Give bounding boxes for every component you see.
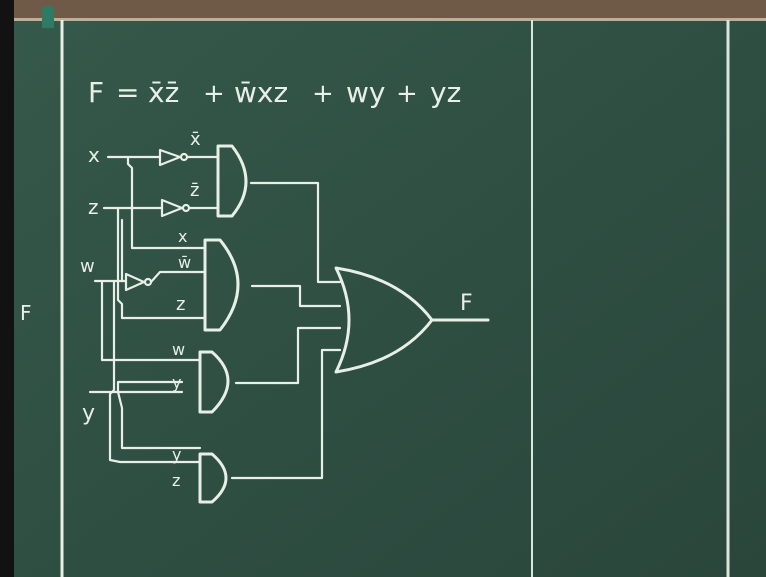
and1-label-1: x̄ [190,129,201,150]
eq-plus-2: + [312,79,334,109]
inverter-w-triangle [124,272,146,292]
eq-equals: = [116,76,139,109]
eq-lhs: F [88,76,104,109]
inverter-x [158,148,220,167]
and-gate-3 [198,350,230,414]
bus-x [126,155,207,250]
bus-w [100,279,202,362]
wire-and3-or [234,326,342,385]
and2-label-2: w̄ [178,253,191,272]
eq-plus-1: + [203,79,225,109]
input-x-label: x [88,143,100,167]
and-gate-1 [216,144,248,218]
input-wires [88,155,207,464]
output-label: F [460,291,473,316]
or-gate [334,266,434,374]
and2-label-1: x [178,227,187,246]
wire-wbar [149,270,207,284]
and-gate-2 [203,238,240,332]
board-top-frame [0,0,766,18]
and1-label-2: z̄ [190,180,199,201]
inverter-x-triangle [158,148,182,167]
inverter-z [160,198,220,218]
eq-term-4: yz [430,76,461,109]
bus-z-lower [108,279,202,464]
bus-y [116,390,202,450]
and3-label-2: y [172,373,181,392]
gate-output-wires [230,181,342,480]
inverter-w [124,270,207,292]
and4-label-2: z [172,471,180,490]
input-w-label: w [80,256,95,277]
and-gate-4 [198,452,228,504]
bus-y-up [116,380,184,394]
input-y-label: y [82,401,95,426]
inverter-z-triangle [160,198,184,218]
wire-and2-or [250,284,342,308]
board-left-shadow [0,0,14,577]
boolean-equation: F = x̄z̄ + w̄xz + wy + yz [88,76,461,109]
wire-and4-or [230,348,342,480]
and4-label-1: y [172,445,181,464]
bus-z [116,206,207,320]
and3-label-1: w [172,340,185,359]
eq-term-2: w̄xz [234,76,288,109]
eq-term-3: wy [346,76,385,109]
eq-term-1: x̄z̄ [148,76,179,109]
margin-label: F [20,301,32,325]
and2-label-3: z [176,294,185,315]
eq-plus-3: + [396,79,418,109]
magnet [42,6,54,28]
input-z-label: z [88,195,99,219]
board-top-edge [0,18,766,21]
wire-and1-or [249,181,342,284]
